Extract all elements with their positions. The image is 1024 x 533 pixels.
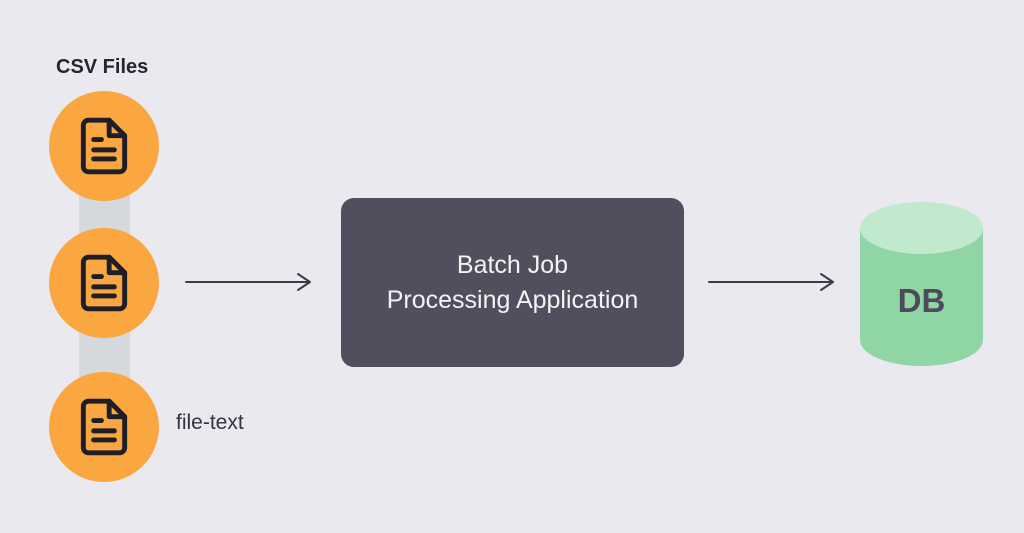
file-text-annotation: file-text bbox=[176, 411, 244, 434]
arrow-right-icon bbox=[708, 273, 834, 291]
file-text-icon bbox=[80, 117, 128, 175]
arrow-right-icon bbox=[185, 273, 311, 291]
cylinder-top bbox=[860, 202, 983, 254]
csv-file-node bbox=[49, 228, 159, 338]
database-node-label: DB bbox=[898, 282, 946, 319]
process-node-label: Batch Job Processing Application bbox=[386, 250, 639, 314]
database-node: DB bbox=[860, 202, 983, 366]
csv-file-node bbox=[49, 91, 159, 201]
file-text-icon bbox=[80, 398, 128, 456]
process-node: Batch Job Processing Application bbox=[341, 198, 684, 367]
csv-files-title: CSV Files bbox=[56, 56, 149, 78]
file-text-icon bbox=[80, 254, 128, 312]
csv-file-node bbox=[49, 372, 159, 482]
cylinder-body bbox=[860, 228, 983, 366]
